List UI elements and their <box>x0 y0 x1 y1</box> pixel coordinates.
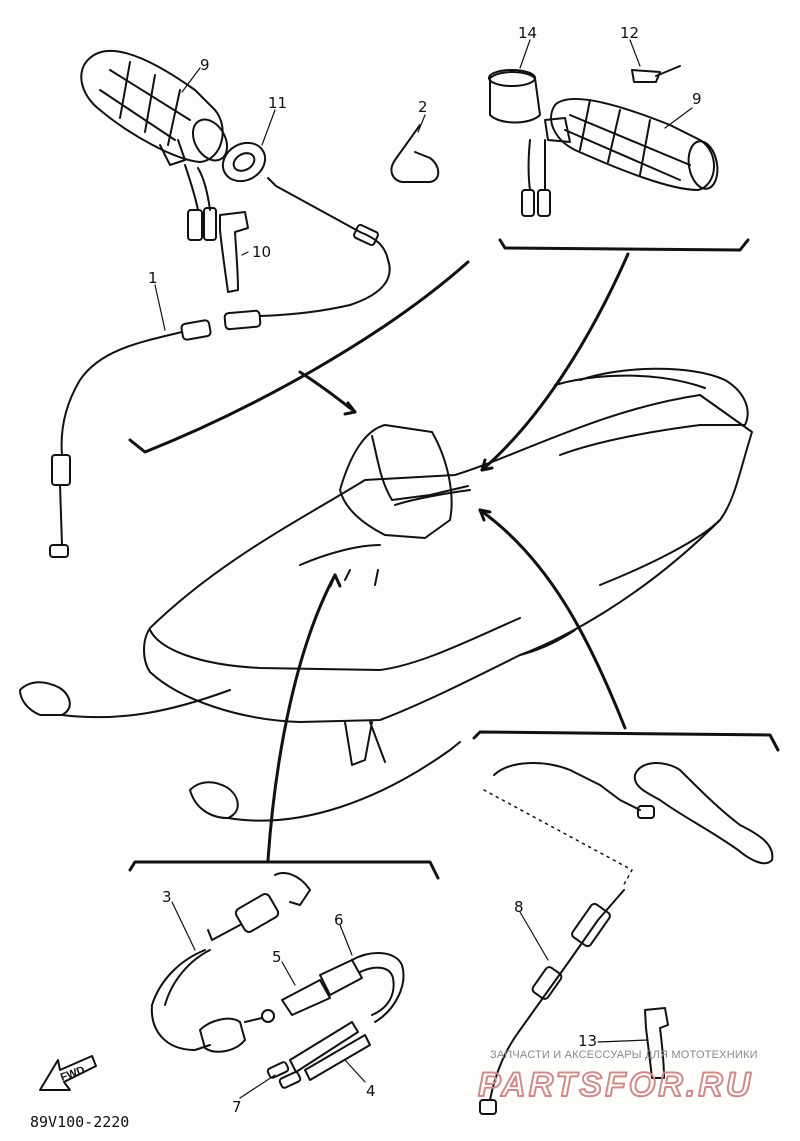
callout-6: 6 <box>334 911 344 929</box>
callout-1: 1 <box>148 269 158 287</box>
watermark-tagline: ЗАПЧАСТИ И АКСЕССУАРЫ ДЛЯ МОТОТЕХНИКИ <box>490 1049 758 1061</box>
callout-12: 12 <box>620 24 639 42</box>
cable-loop-6 <box>351 952 405 1023</box>
grip-ring <box>221 141 267 183</box>
callout-4: 4 <box>366 1082 376 1100</box>
pointer-arrows <box>266 252 630 862</box>
throttle-grip-assembly <box>80 49 229 241</box>
wire-hook <box>390 124 440 183</box>
callout-14: 14 <box>518 24 537 42</box>
brake-lever <box>633 762 774 865</box>
callout-2: 2 <box>418 98 428 116</box>
terminal-7 <box>266 1061 302 1089</box>
snowmobile-illustration <box>19 367 753 822</box>
fwd-label: FWD <box>59 1064 87 1084</box>
callout-9-right: 9 <box>692 90 702 108</box>
callout-7: 7 <box>232 1098 242 1116</box>
callout-3: 3 <box>162 888 172 906</box>
brake-cable-8 <box>479 789 633 1115</box>
brake-cable-upper <box>493 762 655 819</box>
diagram-code: 89V100-2220 <box>30 1113 129 1131</box>
watermark: ЗАПЧАСТИ И АКСЕССУАРЫ ДЛЯ МОТОТЕХНИКИ PA… <box>477 1049 758 1105</box>
watermark-brand: PARTSFOR.RU <box>478 1066 753 1104</box>
callout-11: 11 <box>268 94 287 112</box>
callout-8: 8 <box>514 898 524 916</box>
detail-frames <box>128 238 780 880</box>
screw <box>631 65 681 83</box>
cable-housing-5 <box>281 959 363 1016</box>
hand-warmer-grip <box>521 97 719 217</box>
choke-cable-assembly <box>150 872 311 1053</box>
callout-leaders <box>154 39 693 1099</box>
handlebar-cap <box>488 69 541 124</box>
callout-13: 13 <box>578 1032 597 1050</box>
callout-9-left: 9 <box>200 56 210 74</box>
cable-strap-10 <box>219 211 249 293</box>
fwd-arrow-icon: FWD <box>39 1055 97 1091</box>
wire-lead-4 <box>289 1021 371 1081</box>
throttle-cable <box>49 177 391 558</box>
cable-strap-13 <box>644 1007 669 1079</box>
callouts: 9 11 2 1 10 14 12 9 3 5 6 4 7 8 13 <box>148 24 702 1116</box>
callout-10: 10 <box>252 243 271 261</box>
callout-5: 5 <box>272 948 282 966</box>
